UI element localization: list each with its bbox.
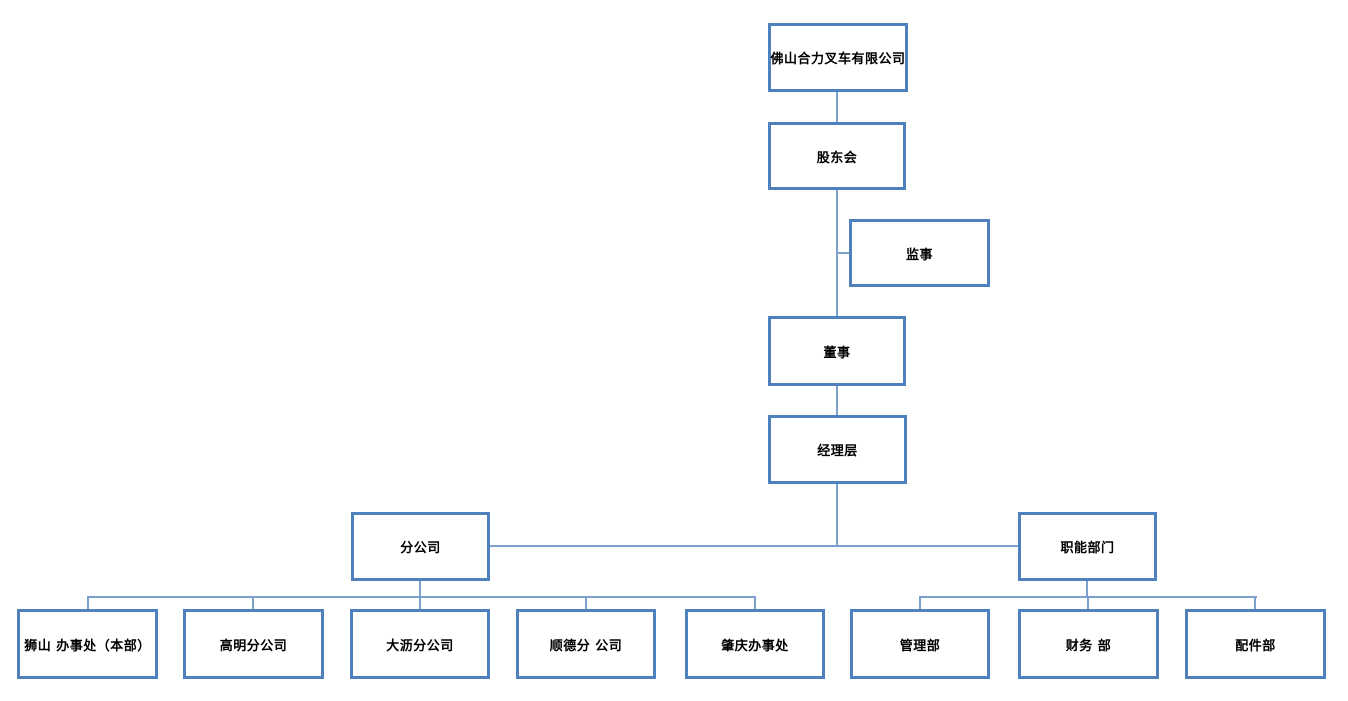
connector-stub-dali: [419, 596, 421, 610]
connector-functional-drop: [1086, 580, 1088, 597]
org-node-parts-dept: 配件部: [1185, 609, 1326, 679]
org-node-shishan-office: 狮山 办事处（本部）: [17, 609, 158, 679]
connector-stub-gaoming: [252, 596, 254, 610]
org-node-label: 董事: [823, 345, 851, 361]
org-node-label: 管理部: [899, 638, 941, 654]
org-node-branch-companies: 分公司: [351, 512, 490, 581]
connector-branch-distribution: [87, 596, 756, 598]
org-node-zhaoqing-office: 肇庆办事处: [685, 609, 825, 679]
connector-stub-parts-dept: [1254, 596, 1256, 610]
connector-stub-shishan: [87, 596, 89, 610]
org-node-management-dept: 管理部: [850, 609, 990, 679]
connector-stub-shunde: [585, 596, 587, 610]
org-node-label: 顺德分 公司: [549, 638, 623, 654]
org-node-director: 董事: [768, 316, 906, 386]
org-node-supervisor: 监事: [849, 219, 990, 287]
connector-stub-finance-dept: [1087, 596, 1089, 610]
connector-branch-to-supervisor: [836, 252, 850, 254]
org-node-label: 财务 部: [1065, 638, 1112, 654]
org-node-label: 职能部门: [1060, 541, 1115, 556]
org-node-functional-departments: 职能部门: [1018, 512, 1157, 581]
org-node-gaoming-branch: 高明分公司: [183, 609, 324, 679]
org-node-shunde-branch: 顺德分 公司: [516, 609, 656, 679]
org-node-label: 高明分公司: [219, 638, 288, 654]
org-node-dali-branch: 大沥分公司: [350, 609, 490, 679]
connector-management-drop: [836, 483, 838, 547]
org-node-management: 经理层: [768, 415, 907, 484]
org-node-label: 肇庆办事处: [721, 638, 789, 654]
org-node-label: 股东会: [816, 150, 858, 166]
connector-branch-companies-drop: [419, 580, 421, 597]
org-node-company-root: 佛山合力叉车有限公司: [768, 23, 908, 92]
org-node-label: 佛山合力叉车有限公司: [770, 52, 906, 67]
org-node-label: 经理层: [817, 444, 858, 459]
connector-director-to-management: [836, 385, 838, 416]
org-node-finance-dept: 财务 部: [1018, 609, 1159, 679]
connector-crossbar: [490, 545, 1019, 547]
org-node-label: 大沥分公司: [386, 638, 454, 654]
org-node-label: 狮山 办事处（本部）: [24, 638, 151, 654]
org-node-label: 分公司: [400, 541, 441, 556]
org-node-label: 配件部: [1235, 638, 1276, 654]
connector-stub-zhaoqing: [754, 596, 756, 610]
org-node-label: 监事: [905, 247, 933, 263]
connector-root-to-shareholders: [836, 92, 838, 123]
connector-stub-management-dept: [919, 596, 921, 610]
org-node-shareholders-meeting: 股东会: [768, 122, 906, 190]
